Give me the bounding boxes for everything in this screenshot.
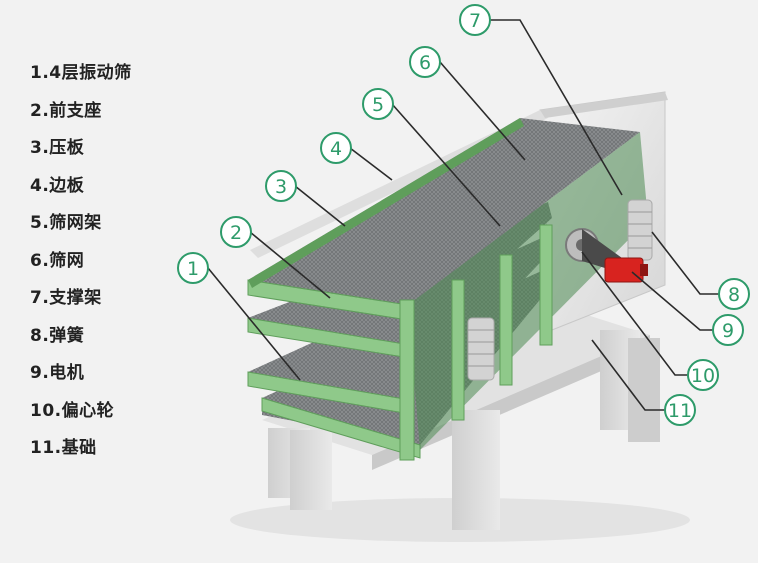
callout-2: 2 [220, 216, 252, 248]
callout-number: 9 [722, 320, 734, 342]
callout-circle [712, 314, 744, 346]
legend-item-8: 8.弹簧 [30, 325, 85, 346]
callout-circle [687, 359, 719, 391]
callout-11: 11 [664, 394, 696, 426]
callout-4: 4 [320, 132, 352, 164]
legend-item-1: 1.4层振动筛 [30, 63, 132, 83]
screen-deck-1 [247, 118, 640, 321]
callout-circle [220, 216, 252, 248]
callout-circle [177, 252, 209, 284]
callout-number: 5 [372, 94, 384, 116]
callout-number: 1 [187, 258, 199, 280]
legend-item-3: 3.压板 [30, 138, 85, 158]
callout-number: 11 [668, 400, 692, 422]
callout-number: 8 [728, 284, 740, 306]
legend-item-9: 9.电机 [30, 363, 85, 383]
legend-item-6: 6.筛网 [30, 250, 85, 271]
leader-lines [207, 19, 720, 411]
legend-item-7: 7.支撑架 [30, 288, 102, 308]
callout-10: 10 [687, 359, 719, 391]
legend-item-5: 5.筛网架 [30, 213, 102, 233]
callout-5: 5 [362, 88, 394, 120]
callout-circle [320, 132, 352, 164]
callout-number: 6 [419, 52, 431, 74]
callout-circle [265, 170, 297, 202]
callout-7: 7 [459, 4, 491, 36]
legend-item-2: 2.前支座 [30, 100, 102, 121]
legend-list: 1.4层振动筛 2.前支座 3.压板 4.边板 5.筛网架 6.筛网 7.支撑架 8.弹簧 9.… [30, 58, 200, 471]
callout-number: 7 [469, 10, 481, 32]
callout-circle [718, 278, 750, 310]
callout-number: 2 [230, 222, 242, 244]
legend-item-10: 10.偏心轮 [30, 400, 115, 421]
callout-circle [664, 394, 696, 426]
spring [467, 199, 653, 381]
callout-1: 1 [177, 252, 209, 284]
callout-circle [409, 46, 441, 78]
callout-8: 8 [718, 278, 750, 310]
callout-circle [459, 4, 491, 36]
callout-3: 3 [265, 170, 297, 202]
motor [604, 257, 648, 283]
callouts: 1 2 3 4 5 6 7 8 9 10 11 [177, 4, 750, 426]
callout-number: 3 [275, 176, 287, 198]
legend-item-11: 11.基础 [30, 438, 97, 458]
callout-number: 10 [691, 365, 715, 387]
legend-item-4: 4.边板 [30, 175, 85, 196]
callout-number: 4 [330, 138, 342, 160]
callout-circle [362, 88, 394, 120]
callout-6: 6 [409, 46, 441, 78]
callout-9: 9 [712, 314, 744, 346]
